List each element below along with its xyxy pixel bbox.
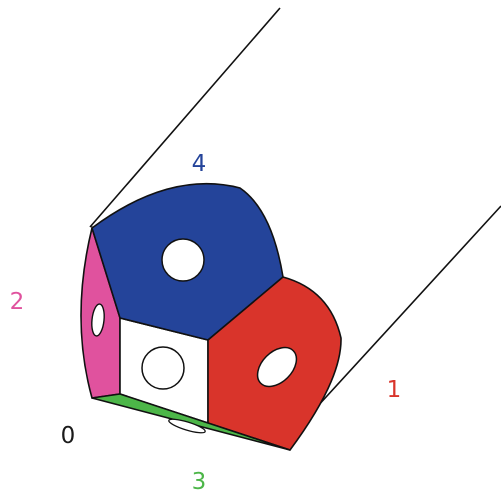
face-1-label: 1 — [387, 377, 402, 403]
face-2-label: 2 — [10, 289, 25, 315]
face-3-label: 3 — [192, 469, 207, 495]
face-4-hole — [162, 239, 204, 281]
face-0-hole — [142, 347, 184, 389]
face-0-label: 0 — [61, 423, 76, 449]
face-4-label: 4 — [192, 151, 207, 177]
lower-prism-edge — [316, 206, 501, 408]
